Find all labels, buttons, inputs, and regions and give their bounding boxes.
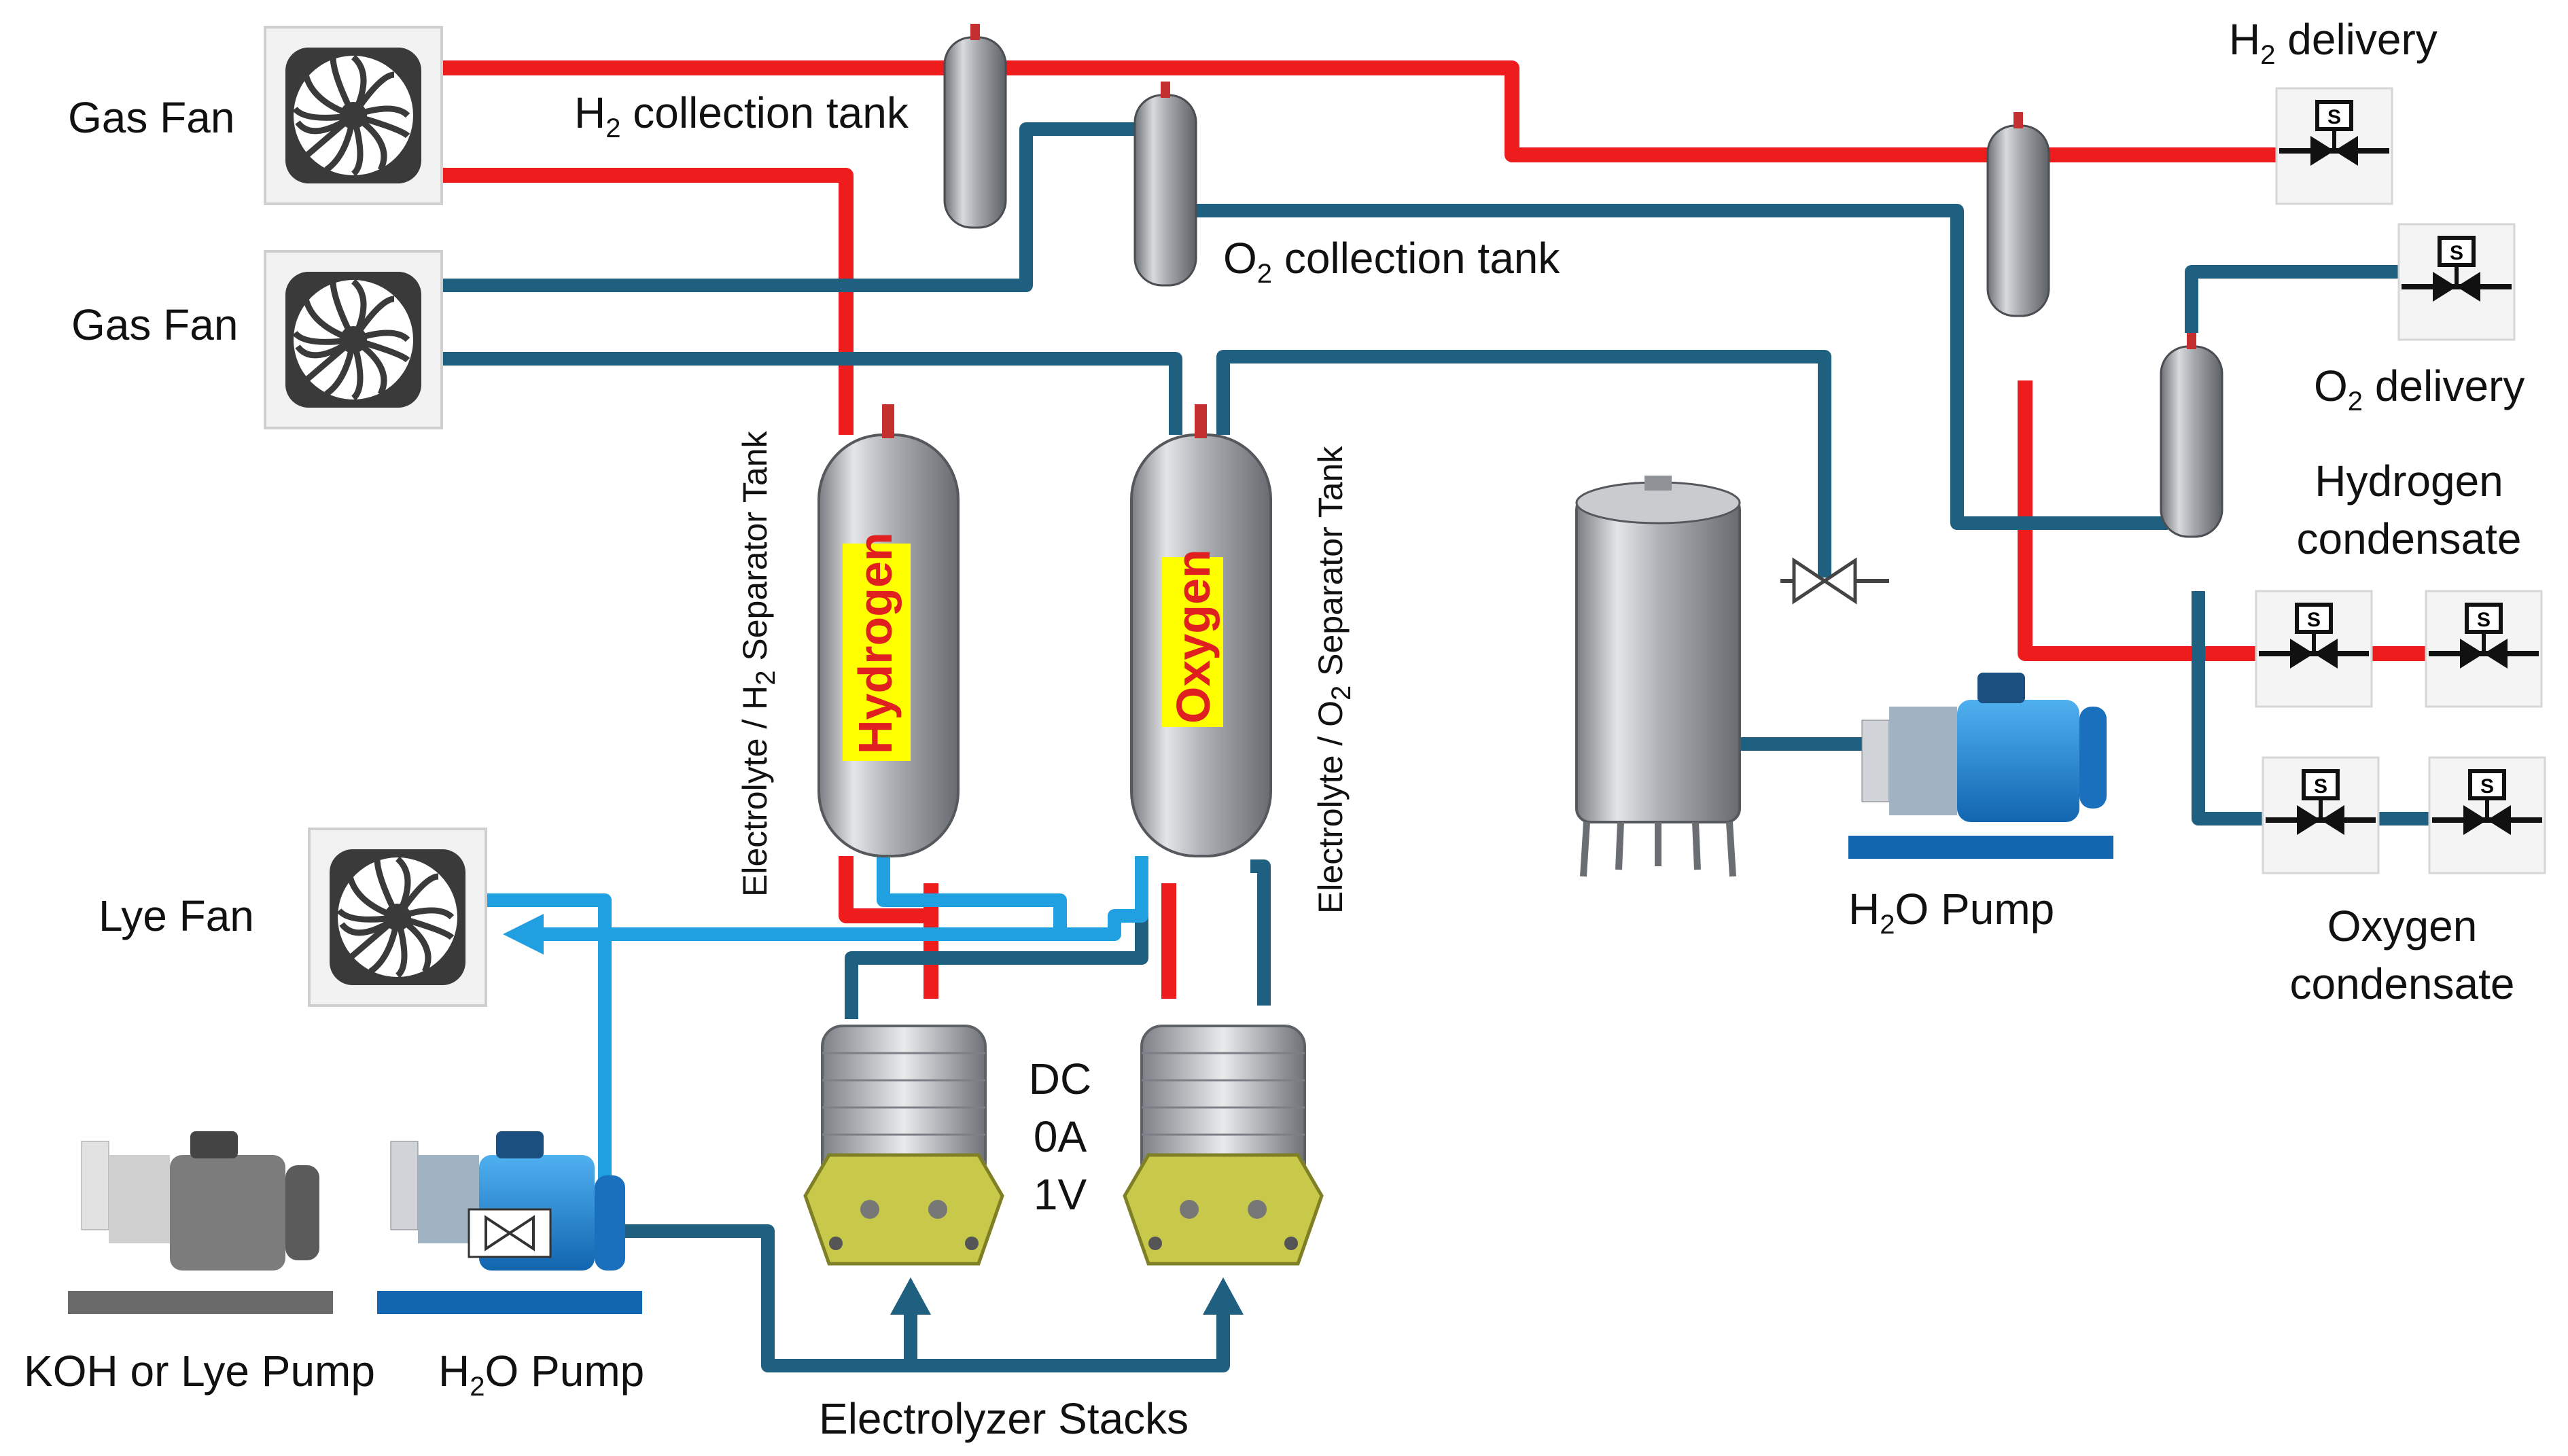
h2-separator-tank-label: Electrolyte / H2 Separator Tank xyxy=(736,430,781,897)
electrolyzer-stack-right-icon xyxy=(1123,1025,1324,1266)
lye-fan-icon xyxy=(309,829,486,1006)
h2-collection-tank-label: H2 collection tank xyxy=(574,88,909,143)
koh-lye-pump-icon xyxy=(68,1131,333,1314)
lye-fan-label: Lye Fan xyxy=(99,891,254,940)
hydrogen-separator-tank: Hydrogen xyxy=(817,404,960,857)
gas-fan-top-icon xyxy=(265,27,442,204)
hydrogen-condensate-label-line2: condensate xyxy=(2297,514,2522,563)
lye-piping xyxy=(469,856,1148,1186)
stack-inlet-arrow-left xyxy=(890,1277,931,1315)
solenoid-marker: S xyxy=(2477,609,2491,631)
h2o-pump-right-label: H2O Pump xyxy=(1848,885,2054,940)
current-readout: 0A xyxy=(1034,1112,1087,1161)
oxygen-tank-text: Oxygen xyxy=(1167,549,1220,724)
o2-delivery-valve-icon: S xyxy=(2399,224,2514,340)
hydrogen-condensate-label-line1: Hydrogen xyxy=(2315,457,2503,505)
h2o-pump-left-icon xyxy=(377,1131,642,1314)
lye-flow-arrow xyxy=(503,914,544,955)
gas-fan-bottom-label: Gas Fan xyxy=(71,300,238,349)
o2-condensate-valve-2-icon: S xyxy=(2429,758,2545,873)
water-storage-tank-icon xyxy=(1575,476,1741,877)
koh-lye-pump-label: KOH or Lye Pump xyxy=(24,1347,375,1396)
gas-fan-top-label: Gas Fan xyxy=(68,93,234,142)
o2-condensate-valve-1-icon: S xyxy=(2263,758,2378,873)
o2-delivery-label: O2 delivery xyxy=(2314,361,2525,416)
solenoid-marker: S xyxy=(2327,106,2341,128)
h2-delivery-label: H2 delivery xyxy=(2229,15,2438,70)
h2-collection-tank-icon xyxy=(943,22,1007,229)
h2-condensate-valve-2-icon: S xyxy=(2426,591,2541,707)
hydrogen-tank-text: Hydrogen xyxy=(849,532,902,754)
voltage-readout: 1V xyxy=(1034,1170,1087,1219)
solenoid-marker: S xyxy=(2450,242,2463,264)
o2-collection-tank-label: O2 collection tank xyxy=(1223,234,1560,289)
h2-delivery-valve-icon: S xyxy=(2276,88,2392,204)
oxygen-tank-highlight xyxy=(1162,557,1223,727)
stack-inlet-arrow-right xyxy=(1203,1277,1244,1315)
dc-label: DC xyxy=(1029,1054,1091,1103)
oxygen-condensate-label-line1: Oxygen xyxy=(2327,902,2478,951)
o2-purifier-tank-icon xyxy=(2160,332,2223,538)
o2-separator-tank-label: Electrolyte / O2 Separator Tank xyxy=(1312,446,1356,914)
h2-purifier-tank-icon xyxy=(1986,111,2050,317)
h2o-pump-right-icon xyxy=(1848,673,2113,859)
o2-collection-tank-icon xyxy=(1133,80,1197,287)
oxygen-piping xyxy=(435,122,2440,1372)
electrolyzer-stacks-label: Electrolyzer Stacks xyxy=(819,1394,1189,1443)
gas-fan-bottom-icon xyxy=(265,251,442,428)
oxygen-condensate-label-line2: condensate xyxy=(2290,959,2515,1008)
electrolyzer-stack-left-icon xyxy=(803,1025,1004,1266)
solenoid-marker: S xyxy=(2480,775,2494,798)
manual-valve-icon xyxy=(1780,557,1889,605)
hydrogen-tank-highlight xyxy=(843,544,911,761)
solenoid-marker: S xyxy=(2307,609,2321,631)
solenoid-marker: S xyxy=(2314,775,2327,798)
oxygen-separator-tank: Oxygen xyxy=(1130,404,1272,857)
h2-condensate-valve-1-icon: S xyxy=(2256,591,2372,707)
h2o-pump-left-label: H2O Pump xyxy=(438,1347,644,1402)
